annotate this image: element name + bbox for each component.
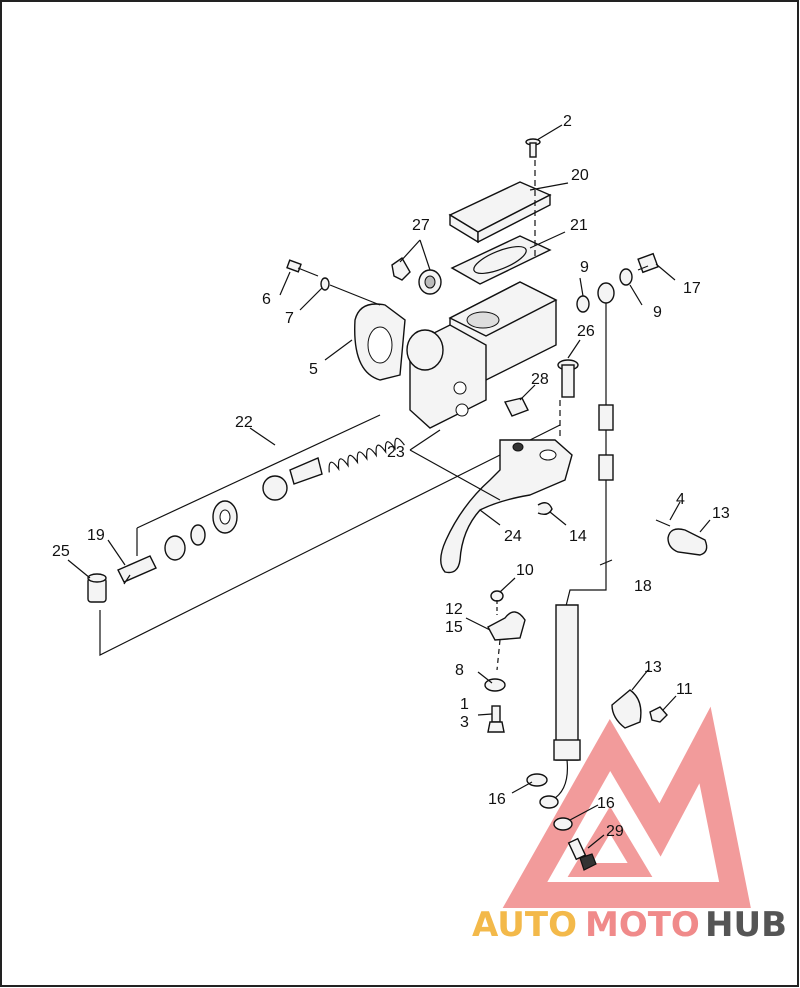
assembly-line-22-bottom bbox=[99, 424, 561, 656]
washer-16-lower bbox=[553, 817, 573, 831]
label-16-left: 16 bbox=[488, 791, 506, 808]
line-clamp-12 bbox=[487, 611, 526, 641]
nut-11 bbox=[649, 706, 668, 723]
label-11: 11 bbox=[676, 681, 693, 698]
screw-1-3 bbox=[487, 705, 505, 733]
watermark-text: AUTO MOTO HUB bbox=[472, 905, 787, 945]
handlebar-clamp-5 bbox=[354, 303, 406, 381]
washer-9-right bbox=[619, 268, 633, 286]
watermark-hub: HUB bbox=[705, 905, 787, 945]
label-15: 15 bbox=[445, 619, 463, 636]
watermark-auto: AUTO bbox=[472, 905, 577, 945]
banjo-fitting-top bbox=[597, 282, 615, 304]
label-26: 26 bbox=[577, 323, 595, 340]
boot-25 bbox=[87, 573, 107, 603]
washer-10 bbox=[490, 590, 504, 602]
cover-screw-2 bbox=[525, 138, 541, 158]
line-clamp-13-bottom bbox=[611, 689, 642, 729]
clamp-screw-6 bbox=[286, 259, 319, 277]
piston-spring bbox=[328, 437, 405, 473]
line-clamp-13-top bbox=[667, 528, 708, 556]
label-14: 14 bbox=[569, 528, 587, 545]
part-labels: 2 20 21 27 9 9 17 6 7 5 26 28 22 23 24 1… bbox=[52, 113, 730, 840]
reservoir-gasket-21 bbox=[450, 235, 552, 285]
label-27: 27 bbox=[412, 217, 430, 234]
label-2: 2 bbox=[563, 113, 572, 130]
washer-7 bbox=[320, 277, 330, 291]
reservoir-cover-20 bbox=[448, 181, 552, 244]
washer-9-left bbox=[576, 295, 590, 313]
piston-assembly-22 bbox=[164, 437, 405, 561]
pushrod-19 bbox=[117, 555, 157, 585]
label-13-bottom: 13 bbox=[644, 659, 662, 676]
label-22: 22 bbox=[235, 414, 253, 431]
label-1: 1 bbox=[460, 696, 469, 713]
label-29: 29 bbox=[606, 823, 624, 840]
clamp-screw-4 bbox=[655, 519, 671, 527]
label-21: 21 bbox=[570, 217, 588, 234]
assembly-line-22-top bbox=[136, 414, 381, 529]
label-23: 23 bbox=[387, 444, 405, 461]
label-5: 5 bbox=[309, 361, 318, 378]
brake-lever-24 bbox=[440, 439, 573, 574]
label-20: 20 bbox=[571, 167, 589, 184]
label-6: 6 bbox=[262, 291, 271, 308]
label-13-top: 13 bbox=[712, 505, 730, 522]
retaining-ring-14 bbox=[537, 502, 553, 516]
reservoir-caps-27 bbox=[391, 256, 442, 295]
label-9-left: 9 bbox=[580, 259, 589, 276]
label-9-right: 9 bbox=[653, 304, 662, 321]
master-cylinder-body bbox=[406, 281, 558, 429]
watermark-moto: MOTO bbox=[585, 905, 700, 945]
label-16-right: 16 bbox=[597, 795, 615, 812]
label-10: 10 bbox=[516, 562, 534, 579]
label-4: 4 bbox=[676, 491, 685, 508]
brake-line-18 bbox=[539, 300, 614, 809]
label-24: 24 bbox=[504, 528, 522, 545]
banjo-bolt-17 bbox=[637, 252, 659, 274]
label-19: 19 bbox=[87, 527, 105, 544]
label-12: 12 bbox=[445, 601, 463, 618]
leader-lines bbox=[67, 124, 711, 849]
washer-8 bbox=[484, 678, 506, 692]
bushing-28 bbox=[503, 397, 529, 417]
watermark-logo bbox=[502, 706, 751, 908]
banjo-bolt-29 bbox=[567, 837, 597, 871]
label-25: 25 bbox=[52, 543, 70, 560]
label-8: 8 bbox=[455, 662, 464, 679]
label-7: 7 bbox=[285, 310, 294, 327]
label-3: 3 bbox=[460, 714, 469, 731]
label-18: 18 bbox=[634, 578, 652, 595]
washer-16-upper bbox=[526, 773, 548, 787]
pivot-pin-26 bbox=[557, 359, 579, 398]
label-17: 17 bbox=[683, 280, 701, 297]
label-28: 28 bbox=[531, 371, 549, 388]
